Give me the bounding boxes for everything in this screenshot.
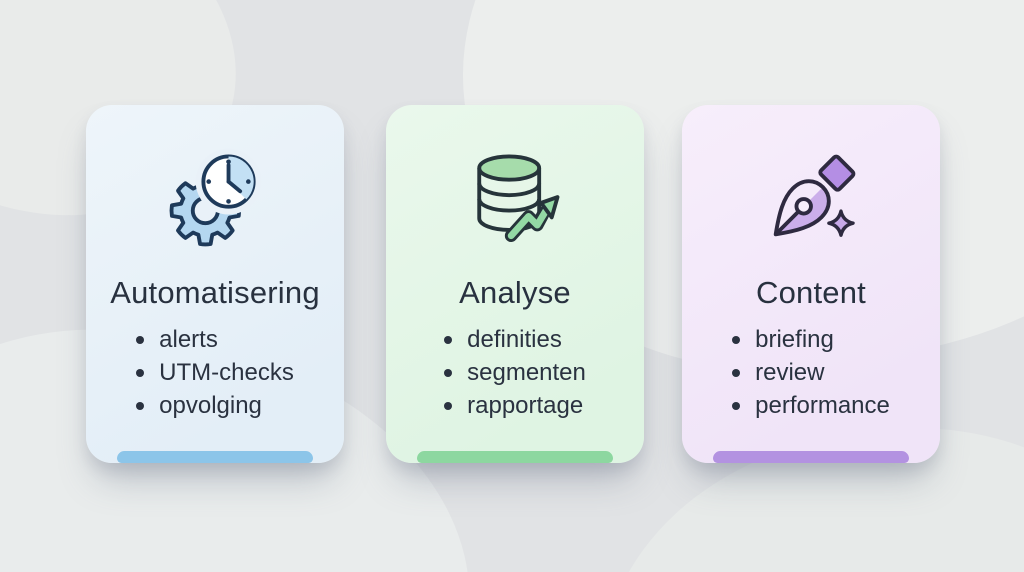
list-item: opvolging (136, 389, 294, 422)
list-item-label: briefing (755, 326, 834, 353)
bullet-list: alerts UTM-checks opvolging (136, 323, 294, 422)
list-item: alerts (136, 323, 294, 356)
card-accent-bar (117, 451, 313, 463)
list-item-label: UTM-checks (159, 359, 294, 386)
list-item: performance (732, 389, 890, 422)
card-title: Automatisering (110, 275, 320, 310)
bullet-list: briefing review performance (732, 323, 890, 422)
card-content: Content briefing review performance (682, 105, 940, 463)
list-item-label: opvolging (159, 392, 262, 419)
card-icon-area (86, 141, 344, 257)
list-item: briefing (732, 323, 890, 356)
bullet-dot (444, 335, 453, 344)
bullet-dot (444, 368, 453, 377)
card-title: Content (756, 275, 866, 310)
bullet-dot (444, 401, 453, 410)
list-item: rapportage (444, 389, 586, 422)
gear-clock-icon (169, 148, 262, 247)
list-item-label: alerts (159, 326, 218, 353)
card-accent-bar (713, 451, 909, 463)
card-icon-area (682, 141, 940, 257)
bullet-dot (732, 401, 741, 410)
list-item-label: definities (467, 326, 562, 353)
card-automatisering: Automatisering alerts UTM-checks opvolgi… (86, 105, 344, 463)
bullet-dot (732, 335, 741, 344)
list-item: definities (444, 323, 586, 356)
list-item: review (732, 356, 890, 389)
card-icon-area (386, 141, 644, 257)
list-item: UTM-checks (136, 356, 294, 389)
bullet-dot (136, 335, 145, 344)
list-item-label: review (755, 359, 825, 386)
card-title: Analyse (459, 275, 571, 310)
pen-nib-sparkle-icon (773, 154, 856, 237)
list-item: segmenten (444, 356, 586, 389)
list-item-label: rapportage (467, 392, 584, 419)
bullet-dot (136, 368, 145, 377)
bullet-dot (732, 368, 741, 377)
database-growth-arrow-icon (477, 154, 560, 243)
card-accent-bar (417, 451, 613, 463)
list-item-label: performance (755, 392, 890, 419)
bullet-dot (136, 401, 145, 410)
list-item-label: segmenten (467, 359, 586, 386)
bullet-list: definities segmenten rapportage (444, 323, 586, 422)
card-analyse: Analyse definities segmenten rapportage (386, 105, 644, 463)
